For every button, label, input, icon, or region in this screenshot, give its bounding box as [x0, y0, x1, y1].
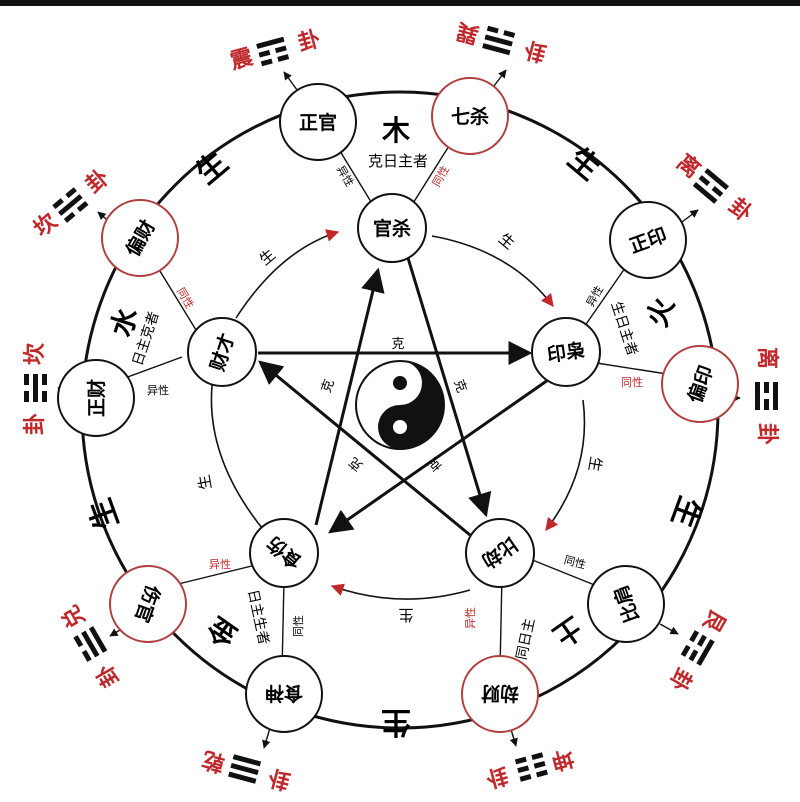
pentagram-ke-cycle [258, 257, 549, 537]
sheng-label-top-right: 生 [495, 230, 518, 253]
svg-text:艮: 艮 [697, 605, 730, 637]
element-fire: 火 [640, 293, 681, 331]
trigram-li-upper: 离 卦 [671, 149, 757, 227]
trigram-kan-upper: 坎 卦 [29, 165, 115, 242]
polarity-metal-bottom: 同性 [291, 615, 305, 637]
ring-sheng-bottom: 生 [381, 704, 411, 739]
svg-text:卦: 卦 [724, 194, 757, 227]
core-yinxiao: 印枭 [546, 338, 587, 366]
relation-metal: 日主生者 [244, 588, 271, 646]
sheng-label-bottom: 生 [398, 606, 413, 624]
trigram-xun: 巽 卦 [454, 17, 549, 65]
ke-bijie-to-caicai [258, 360, 471, 537]
relation-wood: 克日主者 [368, 152, 428, 170]
ke-label-top: 克 [391, 337, 404, 352]
svg-text:卦: 卦 [81, 165, 114, 198]
relation-earth: 同日主 [514, 617, 538, 661]
trigram-zhen: 震 卦 [228, 27, 323, 75]
sheng-label-left: 生 [195, 473, 215, 491]
svg-text:卦: 卦 [663, 663, 696, 695]
svg-text:震: 震 [228, 45, 257, 75]
svg-text:卦: 卦 [265, 763, 293, 793]
ke-label-left: 克 [319, 377, 338, 394]
polarity-fire-top: 异性 [583, 283, 606, 309]
ke-guansha-to-bijie [406, 257, 492, 518]
ring-sheng-right: 生 [664, 492, 707, 532]
polarity-earth-right: 同性 [563, 553, 588, 572]
circle-zhengguan: 正官 [299, 111, 337, 134]
polarity-water-bottom: 异性 [147, 383, 169, 397]
ke-label-right: 克 [450, 377, 469, 394]
top-border-bar [0, 0, 800, 6]
outer-god-circles [57, 77, 739, 733]
svg-text:卦: 卦 [23, 413, 48, 435]
arc-bijie-to-shishang [330, 583, 471, 600]
circle-shishen: 食神 [265, 682, 303, 705]
svg-text:坎: 坎 [22, 343, 48, 365]
element-wood: 木 [381, 114, 410, 147]
ring-sheng-left: 生 [83, 494, 126, 534]
inner-sheng-cycle [205, 229, 586, 600]
svg-text:卦: 卦 [92, 659, 125, 691]
polarity-metal-left: 异性 [209, 557, 231, 571]
ke-label-lower-left: 克 [347, 454, 367, 474]
yin-yang-symbol [355, 360, 445, 450]
core-guansha: 官杀 [373, 217, 411, 240]
trigram-li-right: 离 卦 [754, 347, 780, 445]
ring-sheng-upper-right: 生 [561, 141, 606, 187]
trigram-gen: 艮 卦 [663, 605, 730, 695]
circle-qisha: 七杀 [451, 105, 489, 128]
ke-shishang-to-guansha [314, 267, 385, 526]
core-circles [187, 193, 601, 588]
trigram-qian: 乾 卦 [200, 746, 294, 793]
svg-text:兑: 兑 [57, 601, 91, 633]
polarity-fire-bottom: 同性 [621, 375, 643, 389]
svg-text:卦: 卦 [295, 27, 323, 57]
trigram-kun: 坤 卦 [483, 744, 576, 791]
sheng-label-right: 生 [585, 455, 605, 473]
svg-text:坤: 坤 [548, 744, 576, 774]
trigram-kan-left: 坎 卦 [22, 343, 48, 435]
element-earth: 土 [547, 610, 589, 653]
svg-text:卦: 卦 [483, 761, 511, 791]
polarity-earth-bottom: 异性 [463, 607, 477, 629]
arc-guansha-to-yinxiao [431, 235, 554, 308]
svg-text:卦: 卦 [754, 423, 779, 445]
element-metal: 金 [201, 609, 245, 653]
arc-yinxiao-to-bijie [545, 399, 586, 532]
circle-jiecai: 劫财 [481, 682, 519, 705]
arc-shishang-to-caicai [205, 368, 263, 529]
svg-text:乾: 乾 [200, 746, 228, 777]
svg-text:离: 离 [754, 347, 780, 369]
circle-zhengcai: 正财 [85, 379, 108, 417]
ring-sheng-upper-left: 生 [190, 145, 235, 191]
polarity-wood-right: 同性 [429, 163, 452, 189]
svg-text:坎: 坎 [29, 208, 63, 242]
sheng-label-top-left: 生 [256, 246, 279, 269]
polarity-wood-left: 异性 [334, 163, 357, 189]
arc-caicai-to-guansha [235, 229, 340, 319]
relation-fire: 生日主者 [608, 300, 641, 358]
svg-text:巽: 巽 [454, 17, 482, 47]
svg-text:卦: 卦 [521, 35, 549, 65]
ke-yinxiao-to-shishang [328, 378, 549, 534]
polarity-water-top: 同性 [174, 285, 197, 311]
